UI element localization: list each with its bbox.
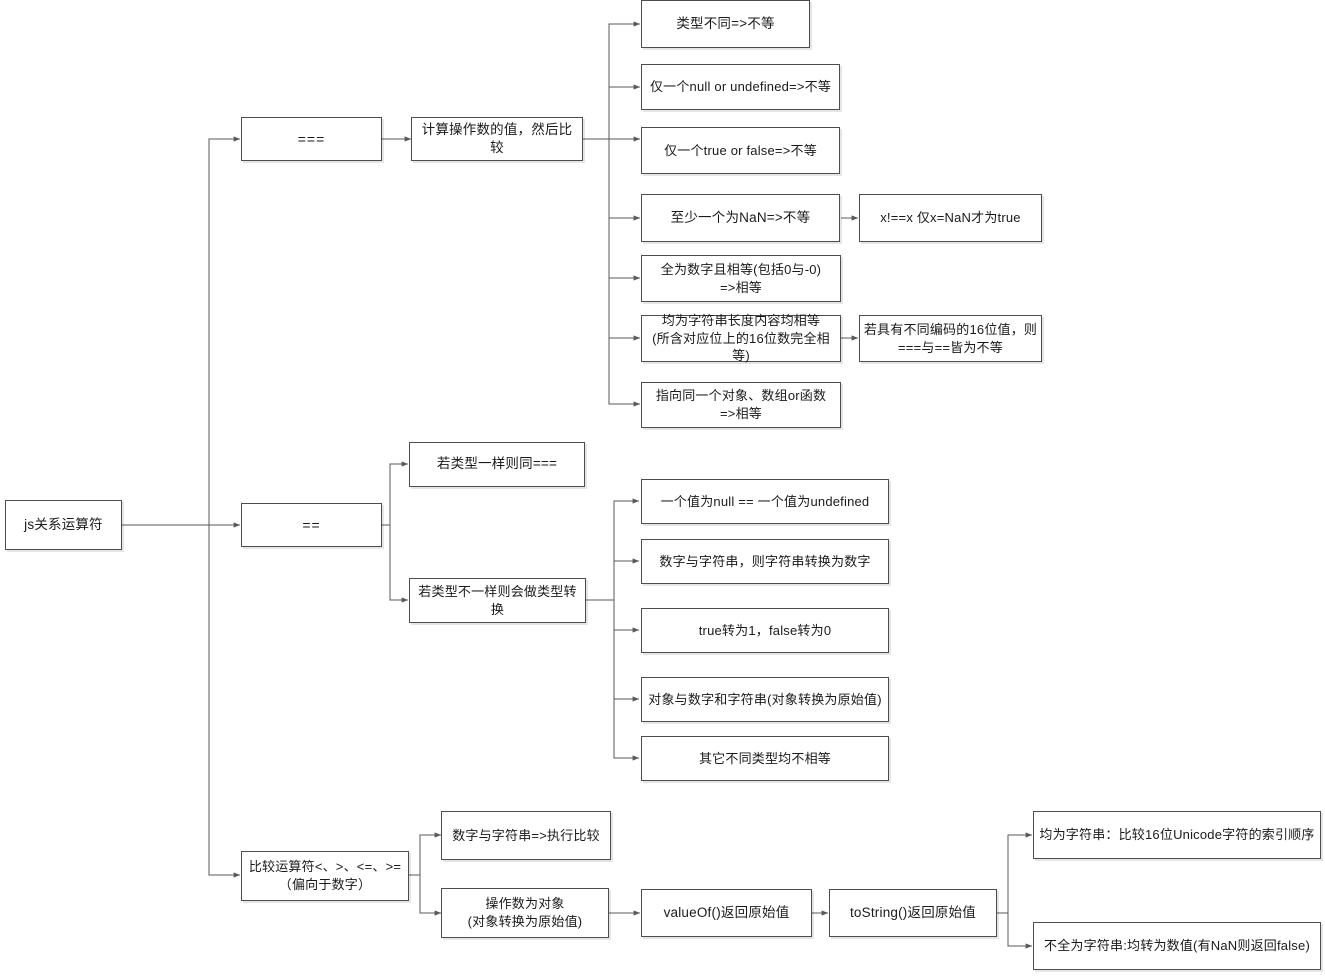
node-loose-rule-other[interactable]: 其它不同类型均不相等: [641, 736, 889, 781]
node-loose-same-type[interactable]: 若类型一样则同===: [409, 442, 585, 487]
node-comparison-all-strings[interactable]: 均为字符串：比较16位Unicode字符的索引顺序: [1033, 811, 1321, 859]
node-strict-equality-detail[interactable]: 计算操作数的值，然后比较: [411, 117, 583, 161]
node-strict-equality[interactable]: ===: [241, 117, 382, 161]
node-loose-rule-null-undefined[interactable]: 一个值为null == 一个值为undefined: [641, 479, 889, 524]
node-root[interactable]: js关系运算符: [5, 500, 122, 550]
node-strict-rule-same-reference[interactable]: 指向同一个对象、数组or函数 =>相等: [641, 382, 841, 428]
node-strict-rule-strings-note[interactable]: 若具有不同编码的16位值，则 ===与==皆为不等: [859, 315, 1042, 362]
node-loose-rule-number-string[interactable]: 数字与字符串，则字符串转换为数字: [641, 539, 889, 584]
node-strict-rule-nan[interactable]: 至少一个为NaN=>不等: [641, 194, 840, 242]
node-loose-diff-type[interactable]: 若类型不一样则会做类型转换: [409, 578, 586, 623]
node-strict-rule-nan-note[interactable]: x!==x 仅x=NaN才为true: [859, 194, 1042, 242]
node-strict-rule-null-undefined[interactable]: 仅一个null or undefined=>不等: [641, 64, 840, 110]
node-loose-equality[interactable]: ==: [241, 503, 382, 547]
node-strict-rule-strings[interactable]: 均为字符串长度内容均相等 (所含对应位上的16位数完全相等): [641, 313, 841, 363]
node-strict-rule-true-false[interactable]: 仅一个true or false=>不等: [641, 127, 840, 174]
node-loose-rule-boolean[interactable]: true转为1，false转为0: [641, 608, 889, 653]
node-comparison-number-string[interactable]: 数字与字符串=>执行比较: [441, 811, 611, 860]
node-valueof[interactable]: valueOf()返回原始值: [641, 889, 812, 937]
node-comparison-not-all-strings[interactable]: 不全为字符串:均转为数值(有NaN则返回false): [1033, 922, 1321, 970]
node-tostring[interactable]: toString()返回原始值: [829, 889, 997, 937]
node-strict-rule-type-mismatch[interactable]: 类型不同=>不等: [641, 0, 810, 48]
node-comparison-object-operand[interactable]: 操作数为对象 (对象转换为原始值): [441, 888, 609, 938]
node-comparison-operators[interactable]: 比较运算符<、>、<=、>= （偏向于数字）: [241, 851, 409, 901]
node-strict-rule-numbers[interactable]: 全为数字且相等(包括0与-0) =>相等: [641, 255, 841, 302]
node-loose-rule-object[interactable]: 对象与数字和字符串(对象转换为原始值): [641, 677, 889, 722]
